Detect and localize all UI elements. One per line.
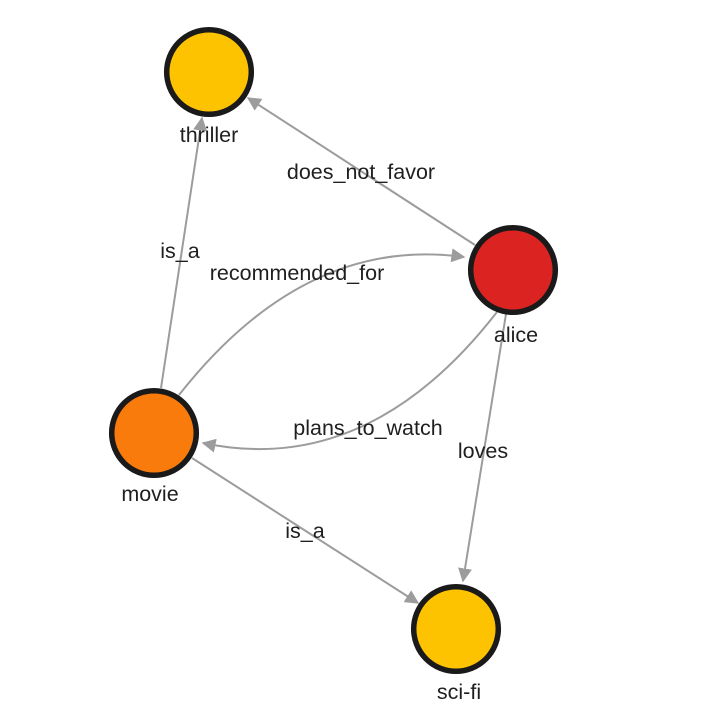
edge-alice-does-not-favor-thriller: [246, 97, 476, 246]
node-movie[interactable]: [108, 387, 200, 479]
edge-label-loves: loves: [458, 439, 508, 463]
edge-label-recommended-for: recommended_for: [210, 261, 384, 285]
edge-movie-recommended-for-alice: [178, 248, 466, 396]
edge-label-plans-to-watch: plans_to_watch: [293, 416, 442, 440]
edge-movie-is-a-thriller: [160, 116, 208, 389]
edge-label-is-a-bottom: is_a: [285, 519, 324, 543]
edge-alice-loves-sci-fi: [458, 313, 507, 583]
node-label-alice: alice: [494, 323, 538, 347]
node-label-thriller: thriller: [180, 123, 239, 147]
node-sci-fi[interactable]: [410, 583, 502, 675]
nodes-layer: [108, 26, 559, 675]
edge-label-does-not-favor: does_not_favor: [287, 160, 435, 184]
edges-layer: [160, 97, 507, 604]
edge-movie-is-a-sci-fi: [191, 457, 420, 604]
node-label-sci-fi: sci-fi: [437, 680, 481, 704]
node-label-movie: movie: [121, 482, 178, 506]
node-alice[interactable]: [467, 224, 559, 316]
edge-alice-plans-to-watch-movie: [201, 311, 498, 453]
edge-label-is-a-top: is_a: [160, 239, 199, 263]
labels-layer: thriller alice movie sci-fi does_not_fav…: [121, 123, 538, 704]
node-thriller[interactable]: [163, 26, 255, 118]
